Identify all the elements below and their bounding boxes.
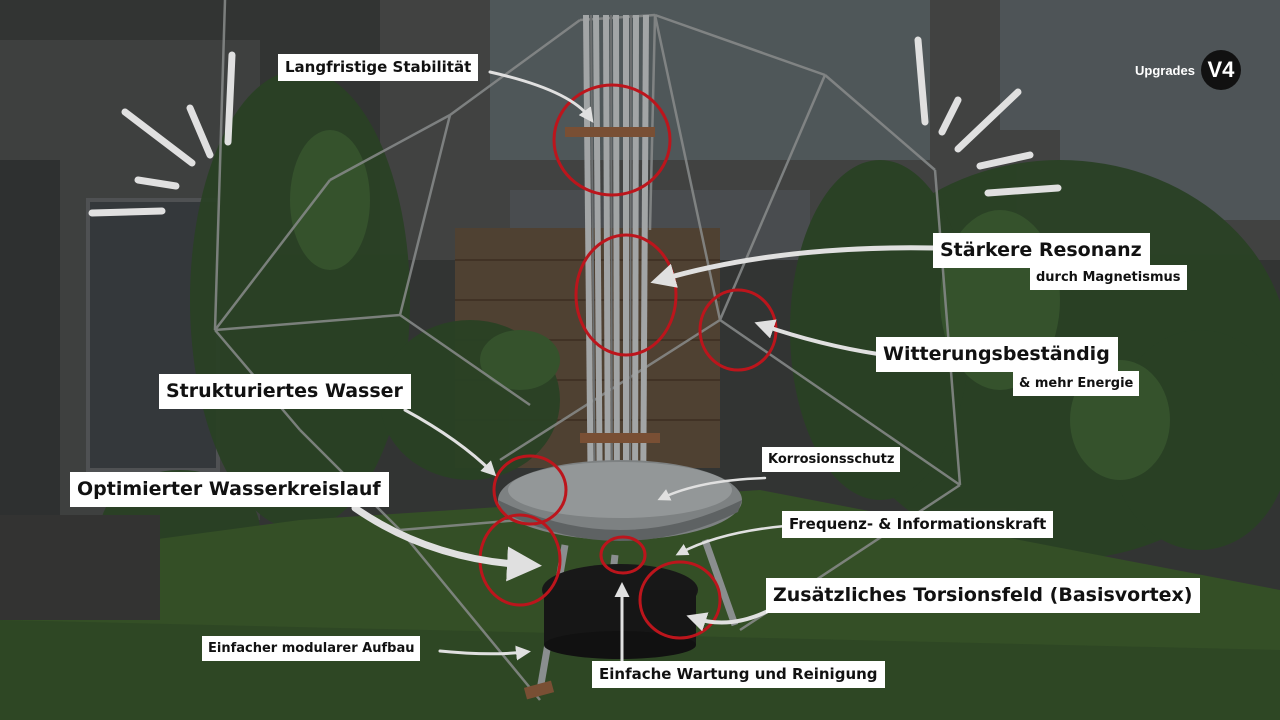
upgrades-badge: Upgrades V4 (1135, 50, 1241, 90)
label-aufbau: Einfacher modularer Aufbau (202, 636, 421, 661)
label-resonanz: Stärkere Resonanz (933, 233, 1150, 268)
label-stabilitaet: Langfristige Stabilität (278, 54, 479, 81)
label-magnetismus: durch Magnetismus (1030, 265, 1187, 290)
label-frequenz: Frequenz- & Informationskraft (782, 511, 1054, 538)
callout-arrows (351, 70, 938, 665)
label-wasserkreislauf: Optimierter Wasserkreislauf (70, 472, 389, 507)
label-energie: & mehr Energie (1013, 371, 1140, 396)
lower-bracket (580, 433, 660, 443)
badge-label: Upgrades (1135, 62, 1195, 78)
label-strukturiert: Strukturiertes Wasser (159, 374, 411, 409)
label-witterung: Witterungsbeständig (876, 337, 1118, 372)
top-bracket (565, 127, 655, 137)
balcony-glass (490, 0, 930, 160)
label-wartung: Einfache Wartung und Reinigung (592, 661, 885, 688)
label-torsionsfeld: Zusätzliches Torsionsfeld (Basisvortex) (766, 578, 1201, 613)
sparkle-marks (88, 36, 1062, 217)
label-korrosion: Korrosionsschutz (762, 447, 901, 472)
version-badge: V4 (1200, 50, 1241, 90)
